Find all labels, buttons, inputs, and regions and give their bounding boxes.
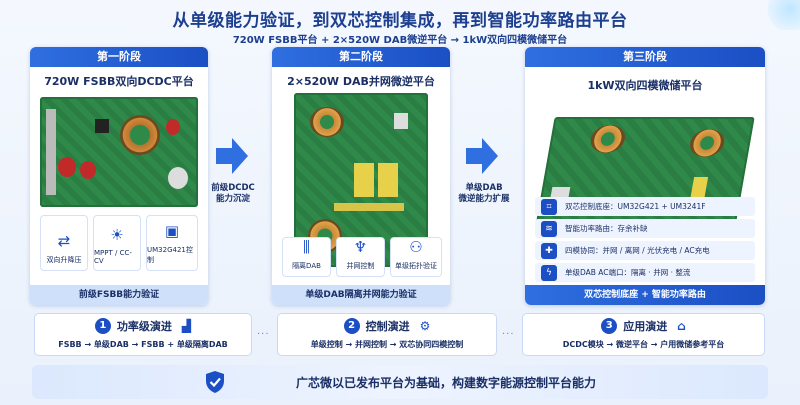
stage-1-title: 720W FSBB双向DCDC平台 [44, 75, 194, 88]
shield-check-icon [205, 371, 224, 393]
stage-2-title: 2×520W DAB并网微逆平台 [287, 75, 435, 88]
stage-2-footer: 单级DAB隔离并网能力验证 [272, 285, 450, 305]
evolution-body: FSBB → 单级DAB → FSBB + 单级隔离DAB [58, 340, 228, 349]
stage-1-header: 第一阶段 [30, 47, 208, 67]
corner-bubble-icon [766, 0, 800, 30]
feature-mppt: ☀ MPPT / CC-CV [93, 215, 141, 271]
evolution-body: 单级控制 → 并网控制 → 双芯协同四模控制 [310, 340, 464, 349]
swap-arrows-icon: ⇄ [57, 232, 71, 250]
power-tower-icon: ♆ [353, 238, 368, 256]
stage-1-footer: 前级FSBB能力验证 [30, 285, 208, 305]
info-four-mode: ✚ 四模协同：并网 / 离网 / 光伏充电 / AC充电 [535, 241, 755, 260]
topology-icon: ⚇ [409, 238, 423, 256]
feature-mcu: ▣ UM32G421控制 [146, 215, 198, 271]
dots-connector: ··· [502, 329, 515, 340]
evolution-title: 控制演进 [365, 320, 410, 333]
evolution-power: 1 功率级演进 ▟ FSBB → 单级DAB → FSBB + 单级隔离DAB [34, 313, 252, 356]
bar-chart-icon: ▟ [181, 319, 192, 333]
info-ac-port: ϟ 单级DAB AC端口：隔离 · 并网 · 整流 [535, 263, 755, 282]
chip-frame-icon: ⌗ [541, 198, 557, 215]
fsbb-board-image [40, 97, 198, 207]
transformer-icon: ⫼ [303, 238, 310, 256]
processor-icon: ⚙ [419, 319, 431, 333]
evolution-title: 功率级演进 [116, 320, 172, 333]
step-number: 2 [343, 318, 360, 334]
stage-3-info-list: ⌗ 双芯控制底座：UM32G421 + UM3241F ≋ 智能功率路由：存余补… [535, 197, 755, 285]
arrow-2-label: 单级DAB 微逆能力扩展 [458, 183, 510, 204]
stage-2-card: 第二阶段 2×520W DAB并网微逆平台 ⫼ 隔离DAB ♆ 并网控制 ⚇ 单… [272, 47, 450, 305]
stage-3-footer: 双芯控制底座 + 智能功率路由 [525, 285, 765, 305]
step-number: 1 [94, 318, 111, 334]
stage-1-features: ⇄ 双向升降压 ☀ MPPT / CC-CV ▣ UM32G421控制 [40, 215, 198, 271]
info-dual-chip: ⌗ 双芯控制底座：UM32G421 + UM3241F [535, 197, 755, 216]
feature-isolated-dab: ⫼ 隔离DAB [282, 237, 331, 277]
stage-2-header: 第二阶段 [272, 47, 450, 67]
evolution-control: 2 控制演进 ⚙ 单级控制 → 并网控制 → 双芯协同四模控制 [277, 313, 497, 356]
lightning-icon: ϟ [541, 264, 557, 281]
arrow-right-icon [216, 138, 248, 174]
bottom-slogan: 广芯微以已发布平台为基础，构建数字能源控制平台能力 [295, 375, 596, 390]
stage-3-title: 1kW双向四模微储平台 [587, 79, 703, 92]
home-icon: ⌂ [677, 319, 686, 333]
stage-3-card: 第三阶段 1kW双向四模微储平台 ⌗ 双芯控制底座：UM32G421 + UM3… [525, 47, 765, 305]
stage-2-features: ⫼ 隔离DAB ♆ 并网控制 ⚇ 单级拓扑验证 [282, 237, 442, 277]
evolution-body: DCDC模块 → 微逆平台 → 户用微储参考平台 [562, 340, 725, 349]
page-subtitle: 720W FSBB平台 + 2×520W DAB微逆平台 → 1kW双向四模微储… [232, 35, 568, 46]
layers-icon: ≋ [541, 220, 557, 237]
feature-bidirectional: ⇄ 双向升降压 [40, 215, 88, 271]
bottom-banner: 广芯微以已发布平台为基础，构建数字能源控制平台能力 [32, 365, 768, 399]
chip-icon: ▣ [164, 222, 180, 240]
evolution-application: 3 应用演进 ⌂ DCDC模块 → 微逆平台 → 户用微储参考平台 [522, 313, 765, 356]
evolution-title: 应用演进 [623, 320, 668, 333]
page-title: 从单级能力验证，到双芯控制集成，再到智能功率路由平台 [172, 11, 628, 31]
stage-3-header: 第三阶段 [525, 47, 765, 67]
arrow-1-label: 前级DCDC 能力沉淀 [211, 183, 255, 204]
feature-grid-control: ♆ 并网控制 [336, 237, 385, 277]
arrow-right-icon [466, 138, 498, 174]
step-number: 3 [601, 318, 618, 334]
info-power-routing: ≋ 智能功率路由：存余补缺 [535, 219, 755, 238]
feature-topology: ⚇ 单级拓扑验证 [390, 237, 442, 277]
sun-icon: ☀ [110, 226, 124, 244]
plus-badge-icon: ✚ [541, 242, 557, 259]
stage-1-card: 第一阶段 720W FSBB双向DCDC平台 ⇄ 双向升降压 ☀ MPPT / … [30, 47, 208, 305]
dots-connector: ··· [257, 329, 270, 340]
